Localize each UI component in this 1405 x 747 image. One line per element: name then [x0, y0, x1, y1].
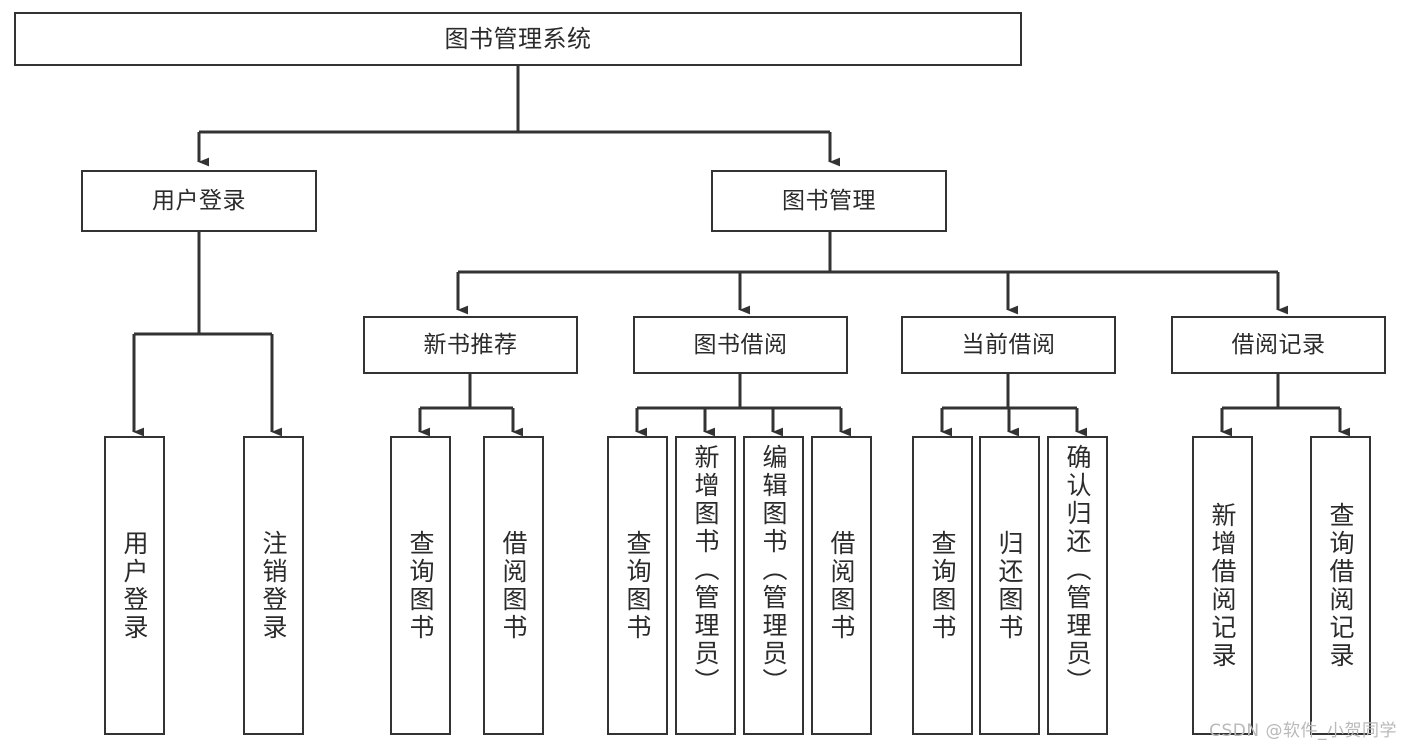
node-label: 图书管理系统	[444, 25, 592, 53]
watermark: CSDN @软件_小贺同学	[1209, 721, 1397, 741]
leaf-query-book-borrow[interactable]: 查询图书	[607, 436, 668, 735]
leaf-query-borrow-record[interactable]: 查询借阅记录	[1310, 436, 1371, 735]
node-label: 新书推荐	[423, 331, 518, 358]
leaf-confirm-return-admin[interactable]: 确认归还（管理员）	[1047, 436, 1108, 735]
leaf-query-book-recommend[interactable]: 查询图书	[390, 436, 451, 735]
node-book-borrow[interactable]: 图书借阅	[633, 316, 848, 374]
node-label: 用户登录	[152, 187, 246, 214]
node-label: 归还图书	[995, 529, 1024, 642]
node-root-system[interactable]: 图书管理系统	[14, 12, 1022, 66]
node-label: 查询图书	[406, 529, 435, 642]
node-label: 查询图书	[623, 529, 652, 642]
leaf-edit-book-admin[interactable]: 编辑图书（管理员）	[743, 436, 804, 735]
leaf-query-book-current[interactable]: 查询图书	[912, 436, 973, 735]
node-label: 图书借阅	[693, 331, 788, 358]
leaf-add-borrow-record[interactable]: 新增借阅记录	[1192, 436, 1253, 735]
leaf-add-book-admin[interactable]: 新增图书（管理员）	[675, 436, 736, 735]
node-user-login[interactable]: 用户登录	[81, 170, 317, 232]
node-new-book-recommend[interactable]: 新书推荐	[363, 316, 578, 374]
node-label: 新增图书（管理员）	[691, 444, 720, 696]
node-label: 确认归还（管理员）	[1063, 444, 1092, 696]
node-label: 当前借阅	[961, 331, 1056, 358]
node-label: 借阅图书	[827, 529, 856, 642]
node-label: 新增借阅记录	[1208, 501, 1237, 670]
node-label: 查询图书	[928, 529, 957, 642]
node-label: 借阅图书	[499, 529, 528, 642]
leaf-user-login[interactable]: 用户登录	[104, 436, 165, 735]
node-label: 注销登录	[259, 529, 288, 642]
node-borrow-record[interactable]: 借阅记录	[1171, 316, 1386, 374]
node-book-management[interactable]: 图书管理	[711, 170, 947, 232]
node-current-borrow[interactable]: 当前借阅	[901, 316, 1116, 374]
leaf-borrow-book[interactable]: 借阅图书	[811, 436, 872, 735]
leaf-return-book[interactable]: 归还图书	[979, 436, 1040, 735]
leaf-borrow-book-recommend[interactable]: 借阅图书	[483, 436, 544, 735]
node-label: 用户登录	[120, 529, 149, 642]
node-label: 借阅记录	[1231, 331, 1326, 358]
node-label: 编辑图书（管理员）	[759, 444, 788, 696]
node-label: 图书管理	[782, 187, 876, 214]
node-label: 查询借阅记录	[1326, 501, 1355, 670]
leaf-user-logout[interactable]: 注销登录	[243, 436, 304, 735]
